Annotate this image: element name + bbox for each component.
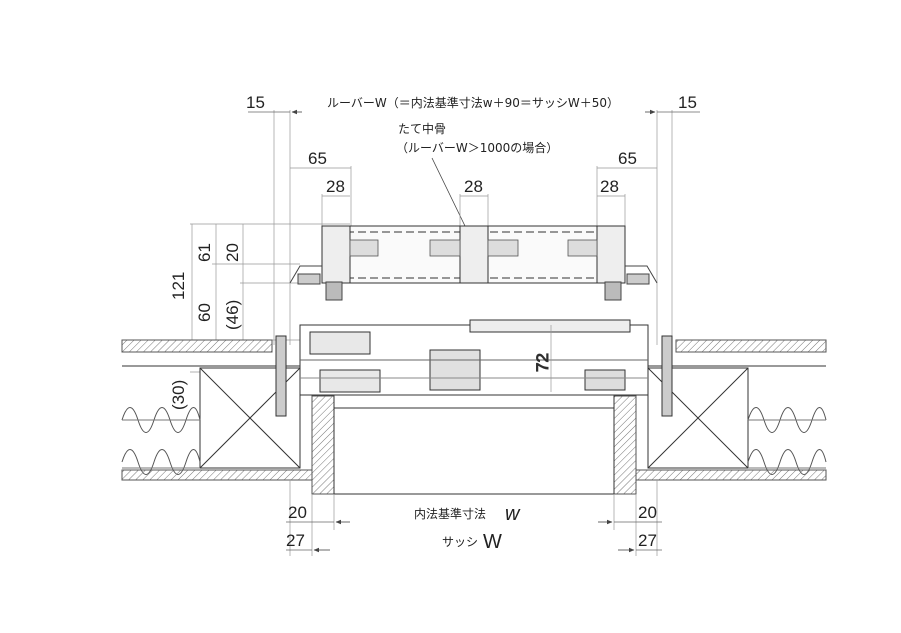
inner-dimension-symbol: w xyxy=(505,503,521,525)
inner-dimension-label: 内法基準寸法 xyxy=(414,506,486,521)
dim-46: (46) xyxy=(223,300,242,330)
dim-right-28: 28 xyxy=(600,177,619,196)
center-mullion-callout: たて中骨 （ルーバーW＞1000の場合） xyxy=(396,121,558,227)
dim-60: 60 xyxy=(195,303,214,322)
dim-20: 20 xyxy=(223,243,242,262)
dims-28: 28 28 28 xyxy=(321,177,626,228)
dim-top-left-15: 15 xyxy=(246,93,265,112)
dim-72: 72 xyxy=(533,353,552,372)
dim-bottom-right-27: 27 xyxy=(638,531,657,550)
top-dimension-row: 15 15 ルーバーW（＝内法基準寸法w＋90＝サッシW＋50） xyxy=(246,93,700,345)
dim-bottom-left-27: 27 xyxy=(286,531,305,550)
dim-right-65: 65 xyxy=(618,149,637,168)
sash-dimension-label: サッシ xyxy=(442,535,478,549)
bottom-dimensions: 20 20 内法基準寸法 w 27 27 サッシ W xyxy=(286,480,662,556)
dim-bottom-left-20: 20 xyxy=(288,503,307,522)
dim-left-28: 28 xyxy=(326,177,345,196)
dim-30: (30) xyxy=(169,380,188,410)
dim-bottom-right-20: 20 xyxy=(638,503,657,522)
dim-61: 61 xyxy=(195,243,214,262)
callout-title: たて中骨 xyxy=(398,121,446,136)
dim-121: 121 xyxy=(169,272,188,300)
vertical-dims: 121 61 20 60 (46) (30) xyxy=(169,223,350,410)
dim-center-28: 28 xyxy=(464,177,483,196)
sash-dimension-symbol: W xyxy=(483,531,502,553)
callout-subtitle: （ルーバーW＞1000の場合） xyxy=(396,140,558,155)
dim-left-65: 65 xyxy=(308,149,327,168)
dim-top-right-15: 15 xyxy=(678,93,697,112)
dims-65: 65 65 xyxy=(290,149,657,228)
louver-assembly xyxy=(289,225,658,301)
sash-frame: 72 xyxy=(275,319,673,417)
louver-width-label: ルーバーW（＝内法基準寸法w＋90＝サッシW＋50） xyxy=(327,95,619,110)
